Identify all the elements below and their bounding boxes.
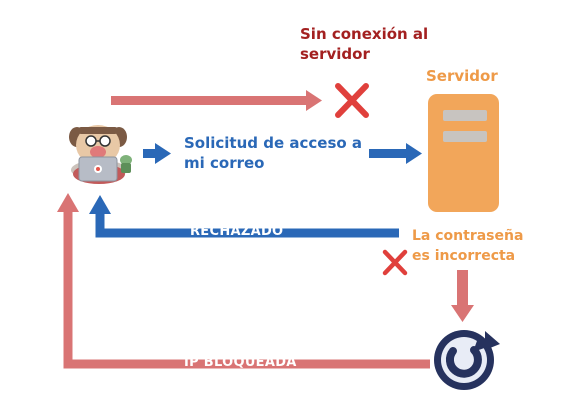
no-server-connection-line2: servidor (300, 45, 370, 63)
request-line2: mi correo (184, 154, 265, 172)
incorrect-password-line1: La contraseña (412, 228, 524, 244)
red-arrow-down (451, 270, 474, 322)
no-server-connection-line1: Sin conexión al (300, 25, 429, 43)
blue-arrow-rejected (89, 195, 399, 238)
blue-arrow-to-request (143, 143, 171, 164)
red-arrow-to-server (111, 90, 322, 111)
request-label: Solicitud de acceso a mi correo (184, 133, 362, 173)
red-arrow-ip-blocked (57, 193, 430, 369)
refresh-icon (434, 330, 500, 390)
incorrect-password-line2: es incorrecta (412, 248, 516, 264)
ip-blocked-label: IP BLOQUEADA (184, 355, 297, 370)
rejected-label: RECHAZADO (190, 224, 284, 239)
server-icon (428, 94, 499, 212)
small-error-x-icon (382, 249, 408, 276)
blue-arrow-to-server (369, 143, 422, 164)
no-server-connection-label: Sin conexión al servidor (300, 24, 428, 64)
error-x-icon (335, 83, 369, 118)
user-with-laptop-icon (69, 125, 132, 184)
incorrect-password-label: La contraseña es incorrecta (412, 226, 523, 266)
request-line1: Solicitud de acceso a (184, 134, 363, 152)
server-label: Servidor (426, 67, 498, 85)
